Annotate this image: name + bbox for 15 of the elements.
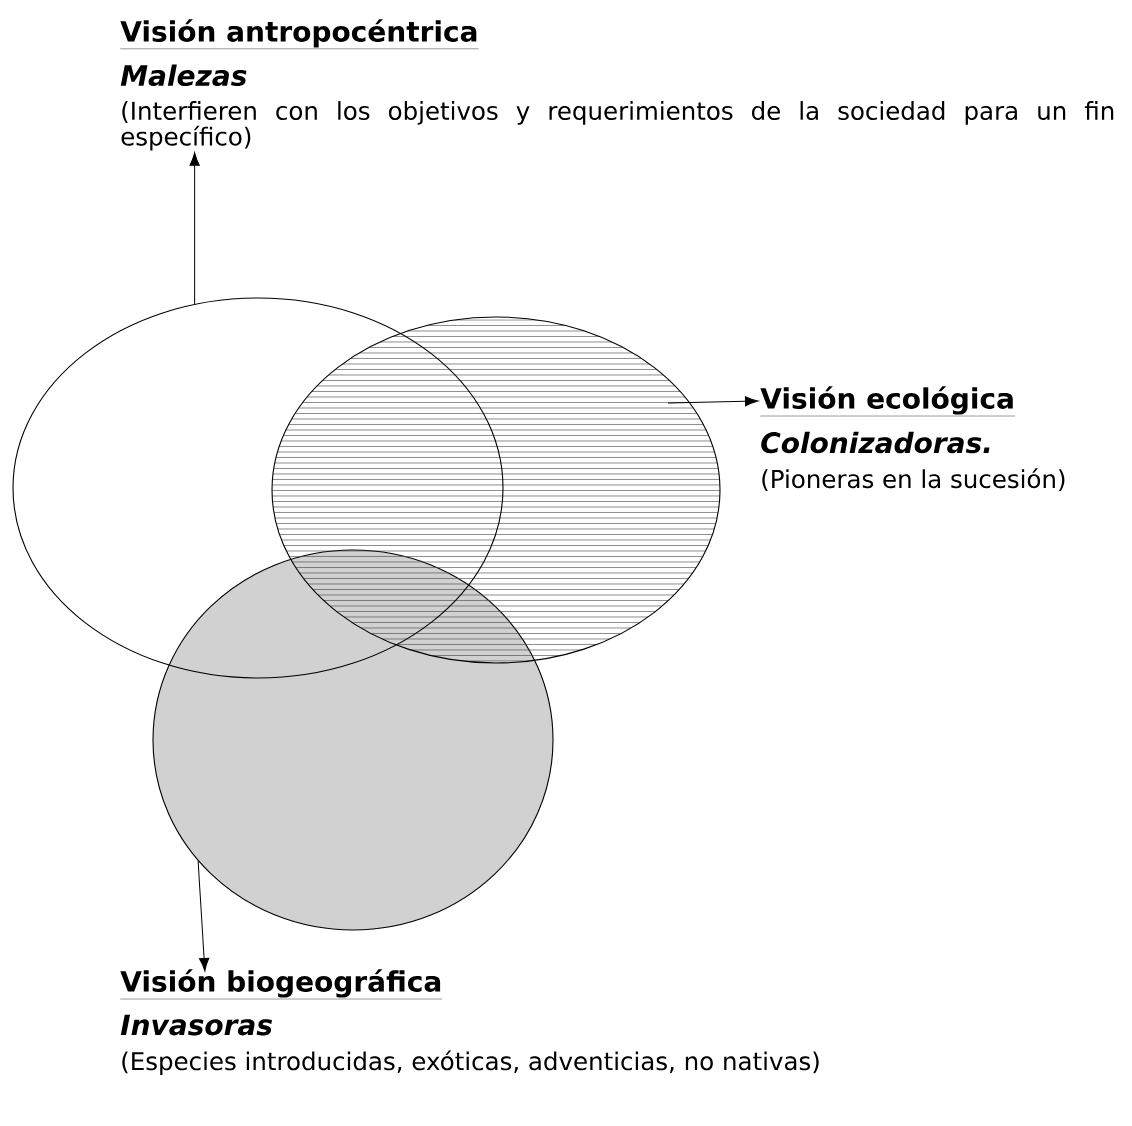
description: (Especies introducidas, exóticas, adventicias, no nativas) — [122, 1050, 819, 1076]
arrow — [189, 152, 200, 305]
ellipse-shape — [152, 549, 554, 931]
ellipse-shape — [271, 316, 721, 664]
heading: Visión ecológica — [760, 386, 1016, 417]
arrow — [197, 860, 210, 972]
description: (Pioneras en la sucesión) — [762, 468, 1065, 492]
term: Malezas — [120, 64, 247, 87]
ellipse-shape — [12, 297, 504, 679]
heading: Visión antropocéntrica — [120, 19, 479, 49]
term: Invasoras — [120, 1014, 272, 1036]
term: Colonizadoras. — [761, 431, 990, 454]
heading: Visión biogeográfica — [120, 969, 443, 1000]
arrow — [667, 396, 759, 407]
description: (Interfieren con los objetivos y requerimientos de la sociedad para un fin específico) — [121, 101, 1114, 151]
